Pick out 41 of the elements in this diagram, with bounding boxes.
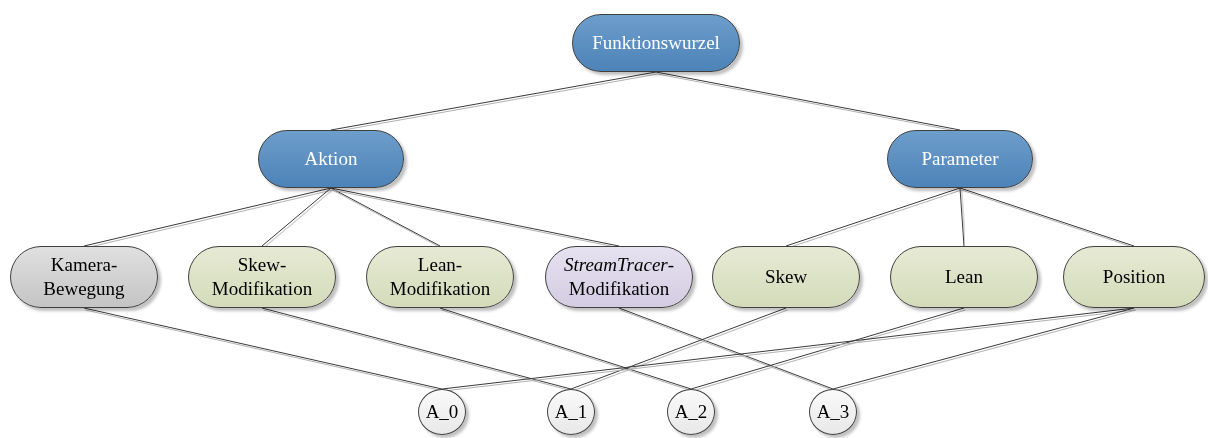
connector-line bbox=[690, 307, 965, 390]
rounded-node bbox=[258, 130, 404, 188]
connector-line bbox=[261, 307, 572, 390]
node-label: A_1 bbox=[554, 400, 588, 424]
connector-line bbox=[83, 307, 443, 390]
connector-line bbox=[330, 187, 441, 247]
node-label: Lean- Modifikation bbox=[388, 253, 492, 301]
rounded-node bbox=[10, 246, 158, 308]
rounded-node bbox=[366, 246, 514, 308]
node-label: Position bbox=[1102, 265, 1166, 289]
connector-line bbox=[785, 187, 961, 247]
node-label: StreamTracer- Modifikation bbox=[562, 253, 676, 301]
rounded-node bbox=[712, 246, 860, 308]
connector-line bbox=[570, 307, 787, 390]
node-label: Lean bbox=[945, 265, 983, 289]
node-label: A_0 bbox=[425, 400, 459, 424]
rounded-node bbox=[572, 14, 740, 72]
connector-line bbox=[618, 307, 834, 390]
node-label: Aktion bbox=[304, 147, 358, 171]
connector-line bbox=[832, 307, 1135, 390]
connector-line bbox=[959, 187, 965, 247]
node-label: Parameter bbox=[921, 147, 999, 171]
node-label: Kamera- Bewegung bbox=[42, 253, 126, 301]
connector-line bbox=[83, 187, 332, 247]
node-label: Skew- Modifikation bbox=[210, 253, 314, 301]
connector-line bbox=[959, 187, 1135, 247]
rounded-node bbox=[545, 246, 693, 308]
rounded-node bbox=[887, 130, 1033, 188]
node-label: A_3 bbox=[816, 400, 850, 424]
node-label: Funktionswurzel bbox=[592, 31, 720, 55]
circle-node bbox=[809, 389, 857, 435]
rounded-node bbox=[1063, 246, 1205, 308]
node-label: Skew bbox=[764, 265, 808, 289]
rounded-node bbox=[890, 246, 1038, 308]
rounded-node bbox=[188, 246, 336, 308]
circle-node bbox=[667, 389, 715, 435]
connector-line bbox=[261, 187, 332, 247]
circle-node bbox=[547, 389, 595, 435]
circle-node bbox=[418, 389, 466, 435]
node-label: A_2 bbox=[674, 400, 708, 424]
connector-line bbox=[439, 307, 692, 390]
